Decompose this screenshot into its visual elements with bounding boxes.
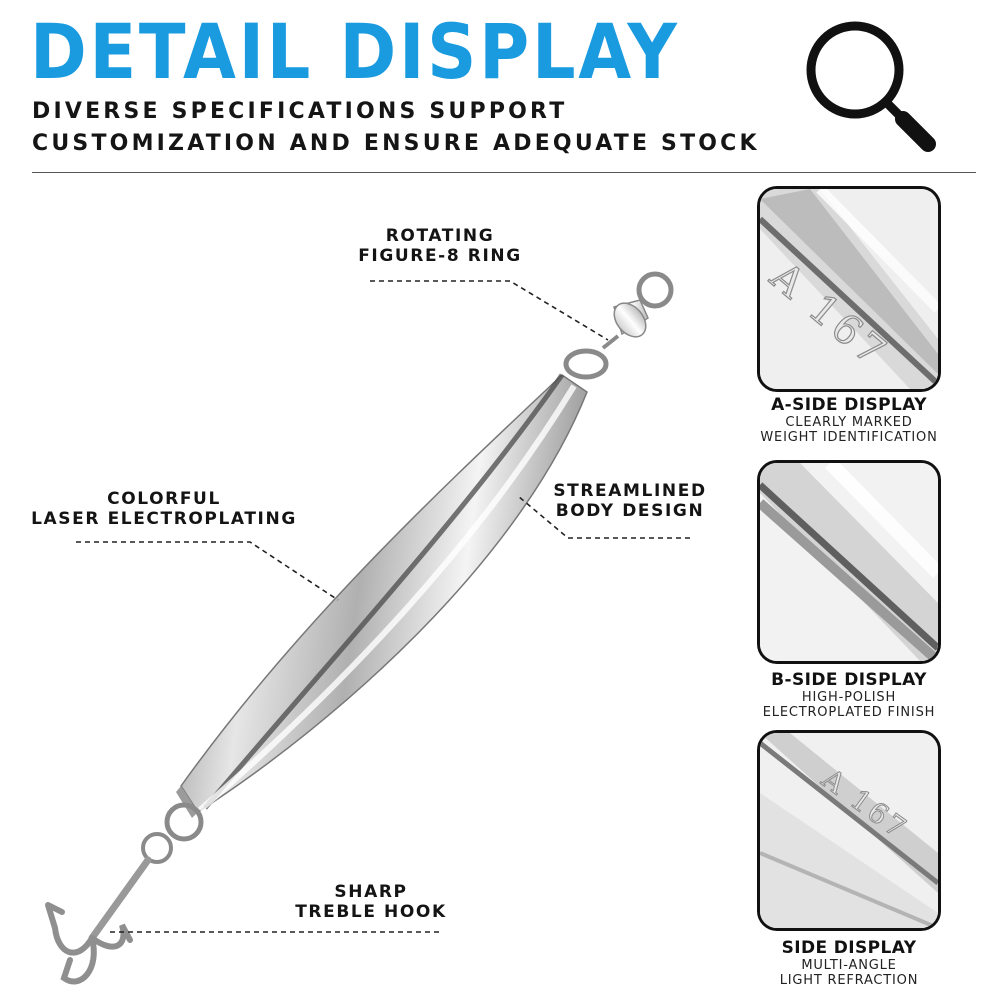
detail-panel-a-side: A 167	[757, 186, 941, 392]
page-title: DETAIL DISPLAY	[30, 7, 680, 96]
detail-panel-b-side	[757, 460, 941, 664]
caption-a-side: A-SIDE DISPLAY CLEARLY MARKED WEIGHT IDE…	[760, 395, 938, 445]
subtitle-line-1: DIVERSE SPECIFICATIONS SUPPORT	[32, 99, 568, 124]
callout-body: STREAMLINED BODY DESIGN	[553, 481, 707, 521]
callout-ring: ROTATING FIGURE-8 RING	[358, 226, 522, 266]
caption-side: SIDE DISPLAY MULTI-ANGLE LIGHT REFRACTIO…	[779, 938, 919, 988]
subtitle-line-2: CUSTOMIZATION AND ENSURE ADEQUATE STOCK	[32, 131, 760, 156]
lure-illustration	[0, 180, 730, 1000]
header-divider	[32, 172, 976, 173]
magnifier-icon	[803, 18, 943, 153]
callout-hook: SHARP TREBLE HOOK	[295, 882, 447, 922]
page-subtitle: DIVERSE SPECIFICATIONS SUPPORT CUSTOMIZA…	[32, 96, 760, 160]
swivel-ring	[563, 271, 674, 380]
treble-hook	[45, 802, 204, 985]
callout-leaders	[76, 280, 690, 933]
caption-b-side: B-SIDE DISPLAY HIGH-POLISH ELECTROPLATED…	[762, 670, 936, 720]
lure-body	[176, 373, 588, 818]
detail-panel-side: A 167	[757, 730, 941, 931]
callout-laser: COLORFUL LASER ELECTROPLATING	[31, 489, 297, 529]
